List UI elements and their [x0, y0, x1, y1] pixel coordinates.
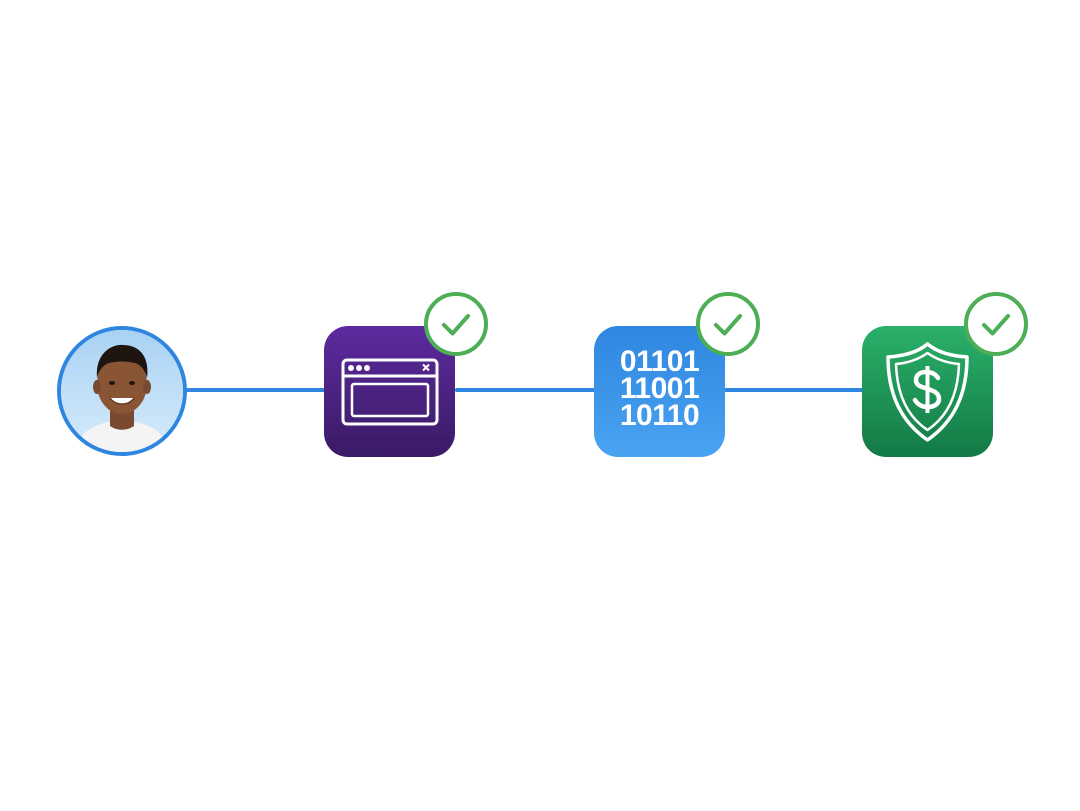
checkmark-icon: [714, 314, 742, 336]
security-step-tile: [862, 326, 993, 457]
verified-check-badge: [964, 292, 1028, 356]
browser-step-tile: [324, 326, 455, 457]
person-avatar-icon: [61, 330, 183, 452]
binary-line: 01101: [619, 345, 700, 378]
verified-check-badge: [424, 292, 488, 356]
connector-line: [724, 388, 866, 392]
checkmark-icon: [982, 314, 1010, 336]
connector-line: [186, 388, 328, 392]
binary-data-icon: 01101 11001 10110: [594, 345, 725, 432]
browser-window-icon: [341, 358, 439, 426]
data-step-tile: 01101 11001 10110: [594, 326, 725, 457]
shield-dollar-icon: [886, 342, 969, 442]
checkmark-icon: [442, 314, 470, 336]
binary-line: 10110: [619, 399, 700, 432]
user-avatar: [57, 326, 187, 456]
connector-line: [455, 388, 597, 392]
verified-check-badge: [696, 292, 760, 356]
binary-line: 11001: [619, 372, 700, 405]
